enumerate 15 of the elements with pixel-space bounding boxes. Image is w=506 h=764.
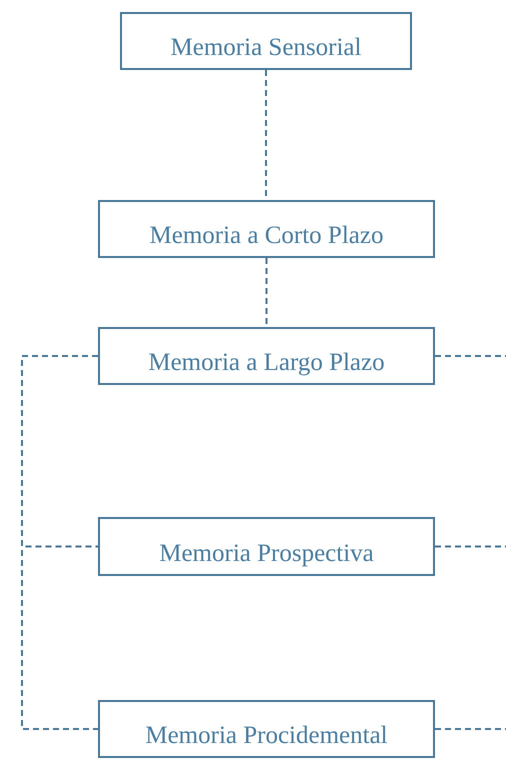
memory-box xyxy=(98,517,435,576)
memory-box xyxy=(98,200,435,258)
box-label: Memoria Prospectiva xyxy=(159,540,374,568)
memory-box xyxy=(98,700,435,758)
connector-line xyxy=(435,546,506,548)
box-label: Memoria Sensorial xyxy=(170,34,362,62)
box-label: Memoria a Largo Plazo xyxy=(148,349,385,377)
box-label: Memoria Procidemental xyxy=(145,722,388,750)
connector-line xyxy=(21,355,98,730)
connector-line xyxy=(266,258,268,327)
connector-line xyxy=(435,728,506,730)
memory-box xyxy=(120,12,412,70)
connector-line xyxy=(435,355,506,357)
box-label: Memoria a Corto Plazo xyxy=(150,222,384,250)
memory-box xyxy=(98,327,435,385)
